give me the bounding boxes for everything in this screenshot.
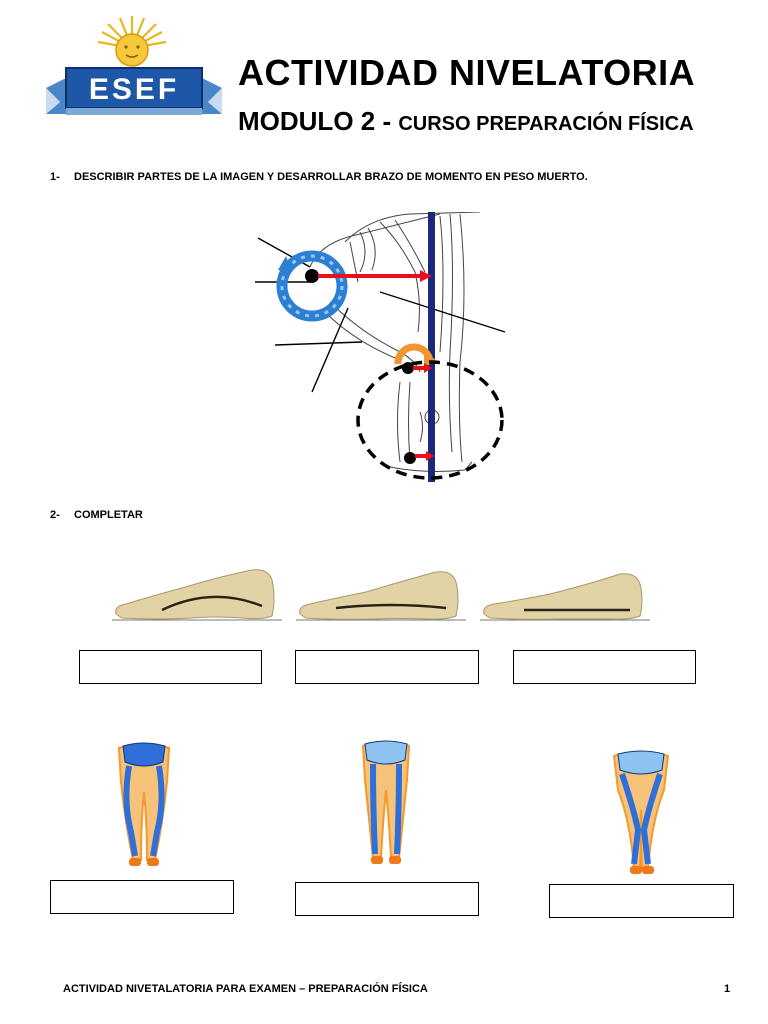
foot-high-arch-image bbox=[112, 569, 282, 621]
logo-text: ESEF bbox=[89, 73, 179, 106]
answer-box-foot-3[interactable] bbox=[513, 650, 696, 684]
footer-text: ACTIVIDAD NIVETALATORIA PARA EXAMEN – PR… bbox=[63, 983, 428, 995]
question-number: 1- bbox=[50, 171, 60, 183]
ankle-moment-arrow bbox=[415, 451, 434, 461]
question-1: 1- DESCRIBIR PARTES DE LA IMAGEN Y DESARR… bbox=[50, 171, 588, 183]
hip-moment-arrow bbox=[318, 270, 432, 282]
load-line bbox=[428, 212, 435, 482]
page-title: ACTIVIDAD NIVELATORIA bbox=[238, 52, 696, 93]
knee-moment-arrow bbox=[413, 363, 432, 373]
page-number: 1 bbox=[724, 983, 731, 995]
answer-box-legs-3[interactable] bbox=[549, 884, 734, 918]
esef-logo: ESEF bbox=[46, 16, 222, 115]
subtitle-course: CURSO PREPARACIÓN FÍSICA bbox=[398, 113, 694, 135]
question-2: 2- COMPLETAR bbox=[50, 509, 143, 521]
question-text: DESCRIBIR PARTES DE LA IMAGEN Y DESARROL… bbox=[74, 171, 588, 183]
question-number: 2- bbox=[50, 509, 60, 521]
subtitle-module: MODULO 2 - bbox=[238, 106, 399, 136]
sun-icon bbox=[97, 16, 167, 67]
question-text: COMPLETAR bbox=[74, 509, 143, 521]
answer-box-legs-2[interactable] bbox=[295, 882, 479, 916]
hip-joint-icon bbox=[276, 250, 348, 322]
legs-genu-valgum-image bbox=[612, 750, 670, 874]
foot-flat-arch-image bbox=[480, 573, 650, 621]
answer-box-foot-1[interactable] bbox=[79, 650, 262, 684]
foot-normal-arch-image bbox=[296, 571, 466, 621]
page-subtitle: MODULO 2 - CURSO PREPARACIÓN FÍSICA bbox=[238, 106, 694, 137]
answer-box-foot-2[interactable] bbox=[295, 650, 479, 684]
ankle-joint-icon bbox=[404, 452, 416, 464]
dashed-highlight-ellipse bbox=[356, 360, 504, 480]
legs-genu-varum-image bbox=[117, 742, 171, 866]
answer-box-legs-1[interactable] bbox=[50, 880, 234, 914]
knee-joint-icon bbox=[394, 343, 436, 374]
legs-normal-alignment-image bbox=[361, 740, 411, 864]
deadlift-anatomy-figure bbox=[255, 212, 506, 482]
skeleton-sketch bbox=[309, 212, 481, 472]
